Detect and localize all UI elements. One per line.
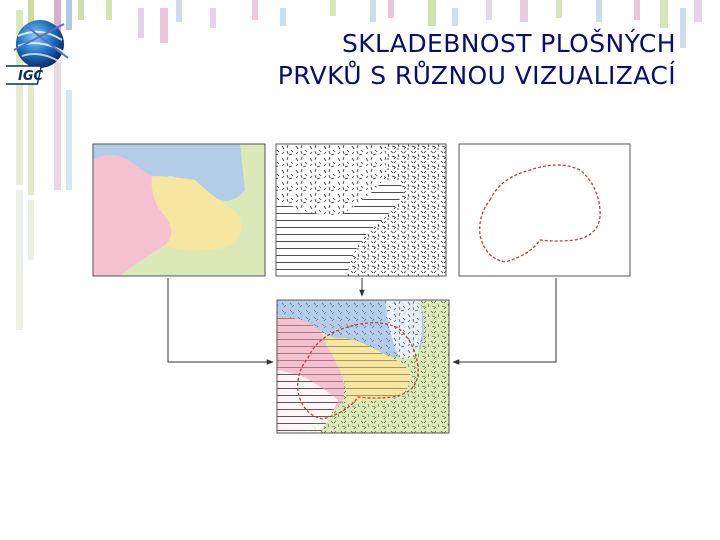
pattern-regions-panel	[275, 143, 447, 277]
color-regions-panel	[92, 143, 266, 277]
arrow-left	[167, 278, 274, 365]
composite-panel	[276, 299, 450, 434]
slide-title: SKLADEBNOST PLOŠNÝCH PRVKŮ S RŮZNOU VIZU…	[76, 28, 676, 92]
igc-logo: IGC	[6, 20, 69, 85]
line-feature-panel	[458, 143, 631, 277]
logo-text: IGC	[18, 69, 44, 84]
decorative-bars	[16, 0, 702, 330]
title-line-2: PRVKŮ S RŮZNOU VIZUALIZACÍ	[277, 61, 676, 90]
flow-arrows	[167, 278, 557, 365]
arrow-right	[452, 278, 557, 365]
title-line-1: SKLADEBNOST PLOŠNÝCH	[341, 29, 676, 58]
